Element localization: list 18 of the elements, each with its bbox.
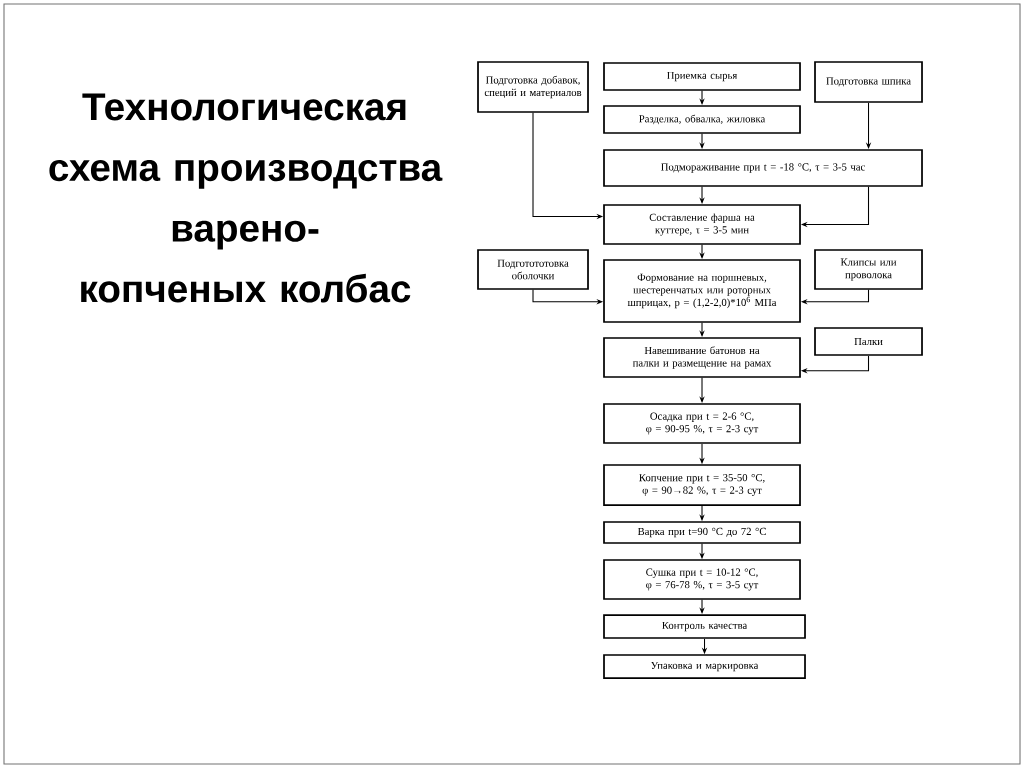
process-box: Подготовка добавок, специй и материалов [477,61,589,113]
process-box: Палки [814,327,923,356]
title: Технологическая схема производства варено-копченых колбас [49,93,443,303]
process-box: Варка при t=90 °C до 72 °C [603,521,801,544]
process-box: Формование на поршневых, шестеренчатых или роторных шприцах, p = (1,2-2,0)*10$^{6}$ МПа [603,259,801,323]
process-box: Навешивание батонов на палки и размещение на рамах [603,337,801,378]
process-box: Подготототовка оболочки [477,249,589,290]
process-box: Контроль качества [603,614,806,639]
process-box: Осадка при t = 2-6 °C, φ = 90-95 %, τ = 2-3 сут [603,403,801,444]
process-box: Копчение при t = 35-50 °C, φ = 90→82 %, τ = 2-3 сут [603,464,801,506]
process-box: Подмораживание при t = -18 °C, τ = 3-5 час [603,149,923,187]
process-box: Упаковка и маркировка [603,654,806,679]
process-box: Подготовка шпика [814,61,923,103]
process-box: Составление фарша на куттере, τ = 3-5 мин [603,204,801,245]
process-box: Клипсы или проволока [814,249,923,290]
process-box: Приемка сырья [603,62,801,91]
process-box: Разделка, обвалка, жиловка [603,105,801,134]
process-box: Сушка при t = 10-12 °C, φ = 76-78 %, τ = 3-5 сут [603,559,801,600]
